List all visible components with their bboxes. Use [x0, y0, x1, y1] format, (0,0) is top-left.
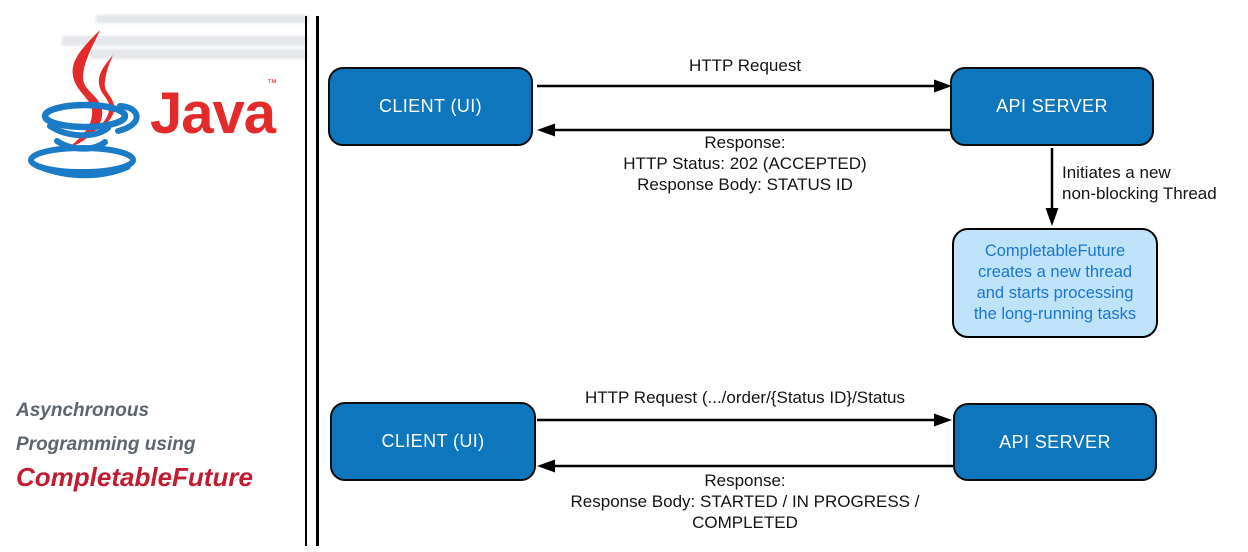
api-server-node-1: API SERVER: [950, 67, 1154, 146]
client-node-1: CLIENT (UI): [328, 67, 533, 146]
caption-line-3: CompletableFuture: [16, 462, 253, 492]
java-logo: Java ™: [28, 30, 278, 179]
client-node-2: CLIENT (UI): [330, 402, 536, 481]
caption-line-2: Programming using: [16, 434, 196, 455]
divider-line: [316, 16, 319, 546]
api-server-node-1-label: API SERVER: [996, 96, 1108, 116]
response-2-line-2: Response Body: STARTED / IN PROGRESS /: [570, 492, 920, 511]
trademark-symbol: ™: [267, 78, 277, 89]
future-line-3: and starts processing: [976, 284, 1134, 302]
request-arrow-1: [537, 79, 952, 93]
api-server-node-2: API SERVER: [953, 403, 1157, 481]
caption: Asynchronous Programming using Completab…: [16, 394, 253, 492]
client-node-2-label: CLIENT (UI): [381, 431, 485, 451]
response-label-2: Response: Response Body: STARTED / IN PR…: [535, 470, 955, 533]
response-label-1: Response: HTTP Status: 202 (ACCEPTED) Re…: [560, 132, 930, 195]
completable-future-node: CompletableFuture creates a new thread a…: [952, 228, 1158, 338]
ghost-artifact: [62, 36, 307, 46]
request-label-2: HTTP Request (.../order/{Status ID}/Stat…: [585, 388, 905, 407]
response-1-line-1: Response:: [704, 133, 786, 152]
response-1-line-3: Response Body: STATUS ID: [637, 175, 853, 194]
thread-label-line-1: Initiates a new: [1062, 163, 1171, 182]
request-label-1: HTTP Request: [688, 56, 802, 75]
java-wordmark: Java: [150, 81, 277, 146]
future-line-1: CompletableFuture: [984, 242, 1126, 260]
future-line-4: the long-running tasks: [973, 305, 1137, 323]
java-cup-icon: [28, 101, 140, 179]
divider-line: [305, 16, 307, 546]
caption-line-1: Asynchronous: [16, 400, 150, 421]
response-2-line-3: COMPLETED: [692, 513, 798, 532]
thread-arrow: [1045, 148, 1059, 226]
response-2-line-1: Response:: [704, 471, 786, 490]
future-line-2: creates a new thread: [977, 263, 1133, 281]
thread-label-line-2: non-blocking Thread: [1062, 184, 1217, 203]
ghost-artifact: [90, 49, 307, 59]
thread-label: Initiates a new non-blocking Thread: [1062, 162, 1248, 204]
java-flame-icon: [68, 30, 115, 148]
request-arrow-2: [537, 413, 952, 427]
api-server-node-2-label: API SERVER: [999, 431, 1111, 452]
response-1-line-2: HTTP Status: 202 (ACCEPTED): [623, 154, 867, 173]
client-node-1-label: CLIENT (UI): [378, 96, 483, 116]
ghost-artifact: [96, 15, 308, 23]
